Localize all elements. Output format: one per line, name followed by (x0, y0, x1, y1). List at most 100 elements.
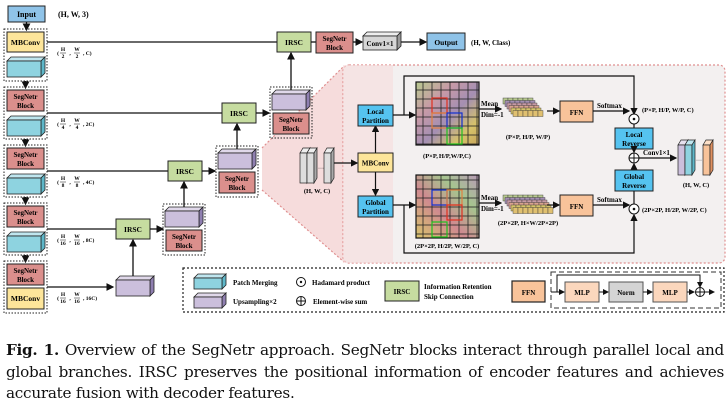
svg-text:W: W (74, 118, 80, 124)
skip-shape-label: (H4,W4, 2C) (57, 118, 94, 131)
ffn-label: FFN (570, 203, 584, 211)
token-cell (517, 110, 524, 117)
global-mean-tokens (502, 194, 554, 214)
token-cell (547, 207, 554, 214)
segnetr-block (218, 171, 256, 194)
mbconv-label: MBConv (11, 38, 40, 47)
svg-text:(: ( (57, 295, 59, 302)
segnetr-label: Block (17, 102, 34, 110)
svg-text:8: 8 (76, 183, 79, 189)
svg-text:, C): , C) (83, 50, 92, 57)
segnetr-architecture-diagram: Input (H, W, 3) MBConv SegNetr Block Seg… (3, 5, 726, 314)
token-cell (527, 110, 534, 117)
output-shape: (H, W, Class) (471, 39, 511, 47)
figure-caption: Fig. 1. Overview of the SegNetr approach… (6, 340, 724, 405)
segnetr-label: SegNetr (172, 233, 196, 241)
local-partition-label: Local (367, 108, 384, 116)
legend-upsampling-icon (193, 292, 227, 309)
segnetr-label: SegNetr (13, 93, 37, 101)
encoder-stage-1-group (3, 28, 48, 82)
legend-elementwise-sum-icon (296, 296, 306, 306)
upsampling-block (115, 275, 155, 297)
token-cell (537, 207, 544, 214)
ffn-detail-group (550, 271, 722, 309)
segnetr-label: SegNetr (279, 116, 303, 124)
svg-text:8: 8 (62, 183, 65, 189)
dim-label: Dim=-1 (481, 205, 504, 213)
segnetr-label: Block (282, 125, 299, 133)
svg-text:W: W (74, 292, 80, 298)
skip-shape-label: (H8,W8, 4C) (57, 176, 94, 189)
token-cell (522, 207, 529, 214)
token-cell (542, 207, 549, 214)
svg-text:4: 4 (76, 125, 79, 131)
segnetr-block (6, 147, 45, 170)
local-reverse-label: Local (626, 131, 643, 139)
output-feature-stack: ··· (677, 138, 714, 177)
detail-mbconv-label: MBConv (362, 160, 390, 168)
svg-text:16: 16 (74, 299, 80, 305)
irsc-label: IRSC (230, 109, 248, 118)
token-cell (532, 207, 539, 214)
legend-norm-label: Norm (617, 289, 635, 297)
softmax-label: Softmax (597, 102, 622, 110)
irsc-label: IRSC (285, 38, 303, 47)
irsc-label: IRSC (176, 167, 194, 176)
svg-text:(: ( (57, 121, 59, 128)
local-grid-shape: (P×P,H/P,W/P,C) (423, 153, 471, 160)
global-out-shape: (2P×2P, H/2P, W/2P, C) (642, 207, 707, 214)
segnetr-block (6, 89, 45, 112)
legend-ffn-label: FFN (522, 289, 536, 297)
svg-text:,: , (69, 180, 71, 186)
svg-text:, 8C): , 8C) (83, 237, 94, 244)
svg-text:2: 2 (76, 54, 79, 60)
mbconv-label: MBConv (11, 294, 40, 303)
legend-irsc-desc: Information Retention (424, 283, 492, 291)
svg-text:H: H (61, 47, 66, 53)
segnetr-label: Block (175, 242, 192, 250)
skip-shape-label: (H16,W16, 8C) (57, 234, 94, 247)
token-cell (537, 110, 544, 117)
mean-label: Mean (481, 194, 498, 202)
svg-text:(: ( (57, 237, 59, 244)
svg-text:16: 16 (60, 299, 66, 305)
svg-text:, 16C): , 16C) (83, 295, 97, 302)
svg-text:W: W (74, 234, 80, 240)
upsampling-block (271, 89, 311, 111)
conv1x1-block: Conv1×1 (362, 31, 402, 51)
legend-patch-merging-icon (193, 273, 227, 290)
legend-ffn-sum-icon (695, 287, 705, 297)
patch-merging-block (6, 231, 46, 253)
segnetr-label: SegNetr (13, 267, 37, 275)
svg-text:4: 4 (62, 125, 65, 131)
svg-text:,: , (69, 296, 71, 302)
legend-patch-merging-label: Patch Merging (233, 279, 278, 287)
mbconv-box (6, 287, 45, 310)
legend (182, 267, 725, 313)
legend-upsampling-label: Upsampling×2 (233, 298, 277, 306)
svg-text:···: ··· (318, 166, 324, 172)
detail-conv1x1-label: Conv1×1 (643, 149, 670, 157)
token-cell (522, 110, 529, 117)
svg-text:···: ··· (696, 158, 702, 164)
segnetr-label: Block (17, 218, 34, 226)
svg-text:H: H (61, 292, 66, 298)
output-label: Output (434, 38, 458, 47)
skip-shape-label: (H2,W2, C) (57, 47, 92, 60)
global-reverse-label: Reverse (622, 182, 646, 190)
token-cell (532, 110, 539, 117)
segnetr-label: Block (228, 184, 245, 192)
legend-ffn-box (511, 280, 546, 303)
segnetr-block-detail-panel (342, 64, 726, 264)
input-shape: (H, W, 3) (58, 10, 89, 19)
svg-text:16: 16 (74, 241, 80, 247)
local-mean-tokens (502, 97, 544, 117)
segnetr-block (6, 205, 45, 228)
svg-text:, 2C): , 2C) (83, 121, 94, 128)
global-partition-label: Partition (362, 208, 389, 216)
svg-text:, 4C): , 4C) (83, 179, 94, 186)
token-cell (512, 207, 519, 214)
segnetr-label: Block (17, 276, 34, 284)
input-label: Input (17, 10, 36, 19)
element-wise-sum-icon (628, 152, 640, 164)
